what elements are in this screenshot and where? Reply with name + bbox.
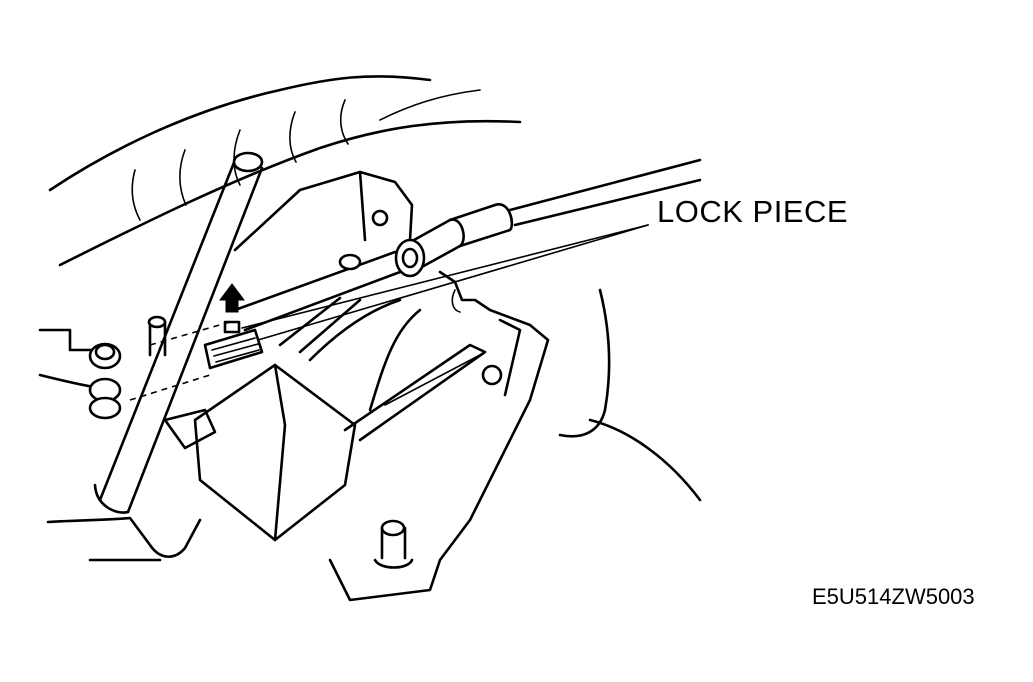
lever-boot-block [163,363,357,542]
mounting-bracket [233,170,550,602]
mounting-bolts [88,253,362,420]
seat-cushion-outline [48,75,522,267]
callout-leaders [241,224,649,341]
lower-stud [373,519,414,569]
console-floor-outline [38,288,702,562]
lock-piece [129,283,264,401]
figure-code: E5U514ZW5003 [812,584,975,609]
shift-cable [233,158,702,354]
guide-rails [308,298,487,442]
shift-lever-rod [93,151,264,514]
lock-piece-label: LOCK PIECE [657,194,849,229]
